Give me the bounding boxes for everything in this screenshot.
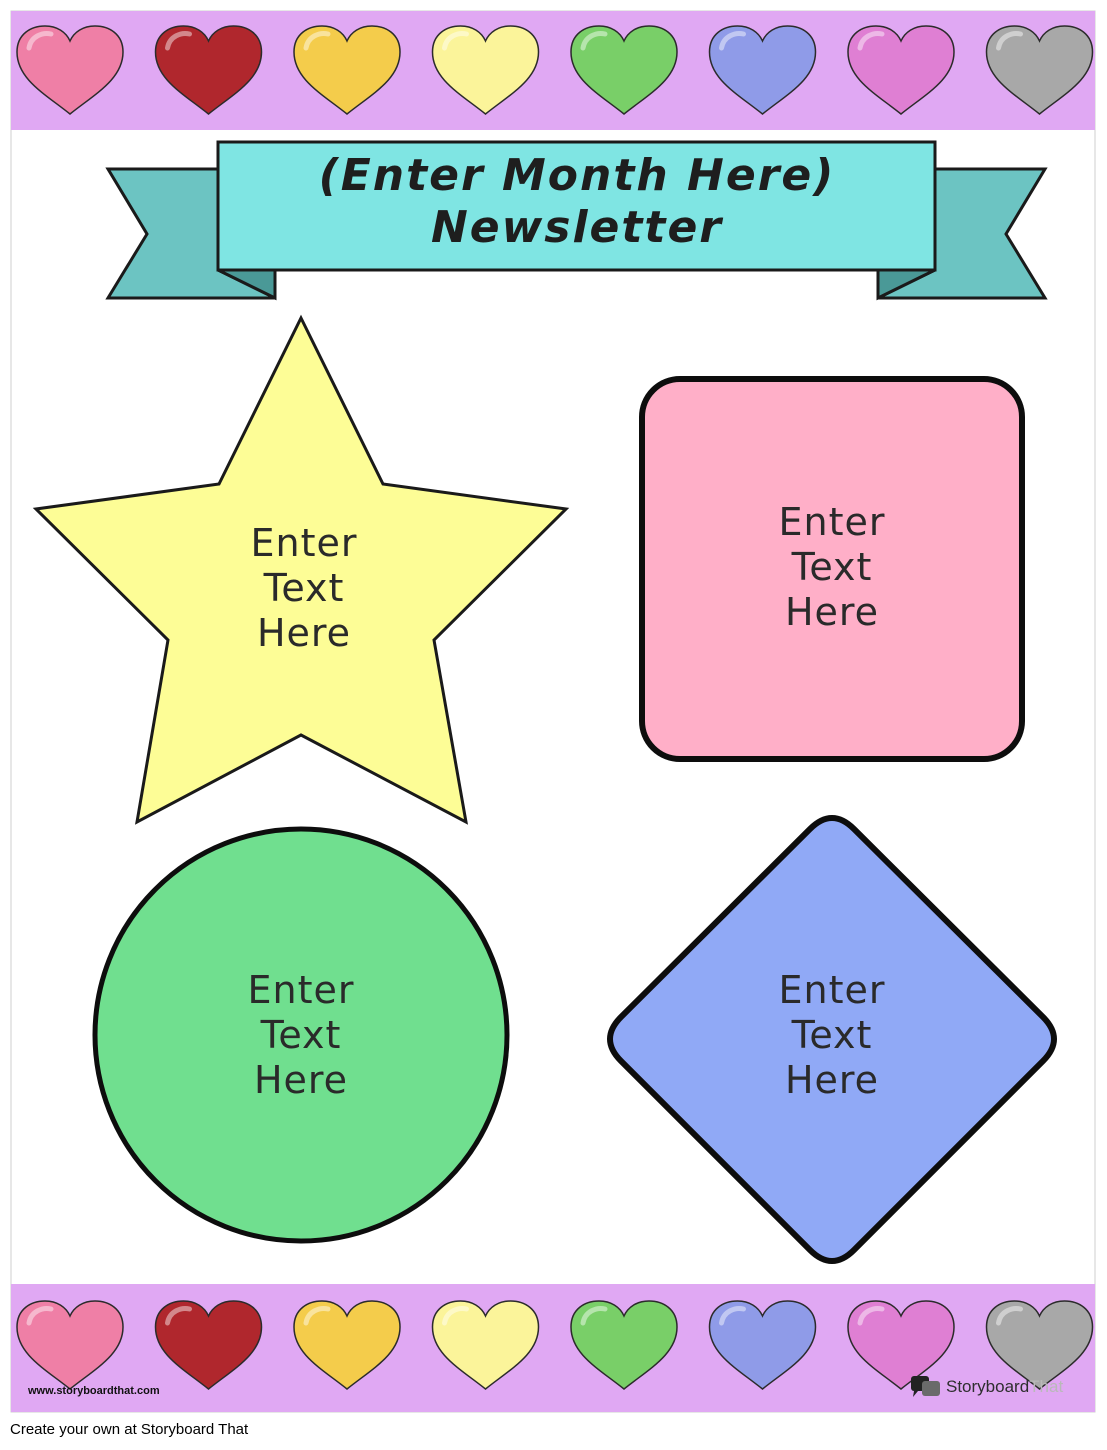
title-ribbon	[105, 140, 1048, 301]
star-text: Enter Text Here	[204, 521, 404, 656]
diamond-shape	[607, 815, 1057, 1264]
circle-shape	[92, 826, 510, 1244]
logo-word-that: That	[1029, 1377, 1064, 1396]
title-line-2: Newsletter	[430, 202, 724, 253]
circle-text-line-2: Text	[260, 1013, 342, 1057]
square-text-line-2: Text	[791, 545, 873, 589]
diamond-text-line-3: Here	[784, 1058, 880, 1102]
storyboard-logo-icon	[911, 1376, 940, 1397]
diamond-text-line-1: Enter	[778, 968, 886, 1012]
rounded-square-shape	[639, 376, 1025, 762]
circle-text-line-3: Here	[253, 1058, 349, 1102]
star-shape	[32, 314, 570, 825]
logo-word-storyboard: Storyboard	[946, 1377, 1030, 1396]
square-text-line-3: Here	[784, 590, 880, 634]
circle-text-line-1: Enter	[247, 968, 355, 1012]
diamond-text-line-2: Text	[791, 1013, 873, 1057]
star-text-line-3: Here	[256, 611, 352, 655]
ribbon-body	[216, 140, 937, 272]
diamond-text: Enter Text Here	[732, 968, 932, 1103]
title-line-1: (Enter Month Here)	[318, 150, 836, 201]
newsletter-title: (Enter Month Here) Newsletter	[218, 150, 936, 254]
circle-text: Enter Text Here	[201, 968, 401, 1103]
storyboardthat-url[interactable]: www.storyboardthat.com	[28, 1385, 160, 1397]
square-text-line-1: Enter	[778, 500, 886, 544]
star-text-line-1: Enter	[250, 521, 358, 565]
star-text-line-2: Text	[263, 566, 345, 610]
storyboardthat-logo[interactable]: Storyboard That	[910, 1374, 1063, 1400]
square-text: Enter Text Here	[732, 500, 932, 635]
footer-caption[interactable]: Create your own at Storyboard That	[10, 1421, 249, 1438]
